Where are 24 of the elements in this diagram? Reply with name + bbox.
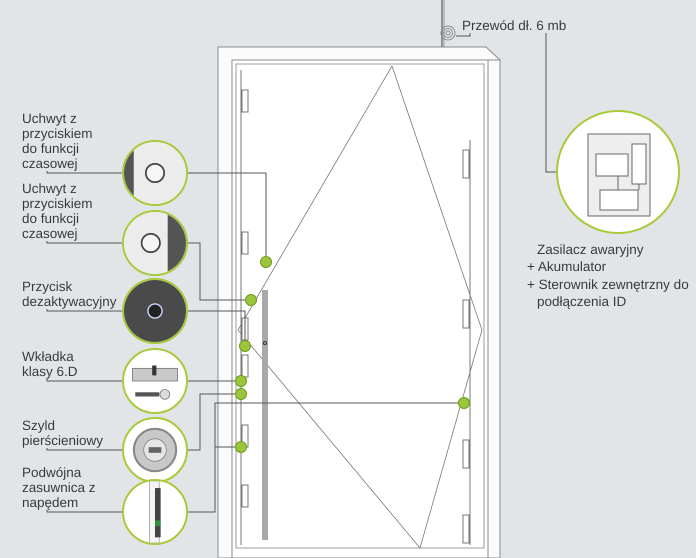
leader-line	[188, 310, 246, 340]
caption-text: + Sterownik zewnętrzny do podłączenia ID	[527, 276, 690, 310]
leader-line	[188, 380, 236, 382]
leader-line	[46, 240, 122, 244]
callout-label: Uchwyt z przyciskiem do funkcji czasowej	[22, 111, 106, 171]
leader-line	[188, 394, 236, 450]
cable-label: Przewód dł. 6 mb	[462, 18, 574, 33]
callout-label: Szyld pierścieniowy	[22, 418, 118, 448]
callout-label: Przycisk dezaktywacyjny	[22, 279, 118, 309]
leader-line	[188, 446, 236, 512]
leader-line	[46, 510, 122, 512]
callout-label: Uchwyt z przyciskiem do funkcji czasowej	[22, 181, 106, 241]
callout-label: Wkładka klasy 6.D	[22, 349, 94, 379]
leader-line	[456, 32, 470, 36]
caption-text: Zasilacz awaryjny	[537, 242, 644, 257]
leader-line	[546, 32, 556, 172]
leader-line	[46, 308, 122, 312]
leader-line	[46, 448, 122, 450]
leader-line	[188, 172, 266, 256]
leader-line	[188, 242, 246, 300]
callout-label: Podwójna zasuwnica z napędem	[22, 465, 112, 510]
leader-line	[46, 170, 122, 174]
caption-text: + Akumulator	[527, 259, 606, 274]
leader-line	[46, 378, 122, 382]
